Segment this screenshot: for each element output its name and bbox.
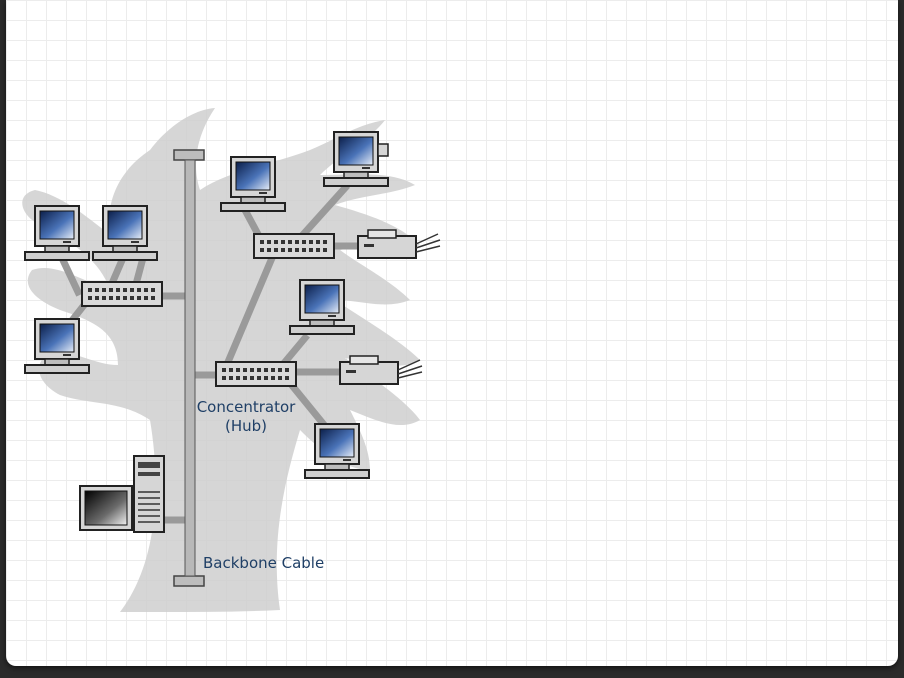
- hub-icon: [81, 281, 163, 307]
- hub-label: (Hub): [225, 417, 267, 435]
- hub-icon: [253, 233, 335, 259]
- backbone-top-cap: [173, 149, 205, 161]
- concentrator-label: Concentrator: [197, 398, 296, 416]
- backbone-cable-label: Backbone Cable: [203, 554, 324, 572]
- computer-icon: [304, 423, 370, 479]
- computer-icon: [24, 318, 90, 374]
- tower-computer-icon: [79, 455, 165, 533]
- computer-icon: [92, 205, 158, 261]
- hub-icon: [215, 361, 297, 387]
- slide: Concentrator (Hub) Backbone Cable: [6, 0, 898, 666]
- backbone-bottom-cap: [173, 575, 205, 587]
- computer-icon: [323, 131, 389, 187]
- computer-icon: [220, 156, 286, 212]
- computer-icon: [289, 279, 355, 335]
- device-port: [377, 143, 389, 157]
- backbone-cable: [184, 159, 196, 577]
- computer-icon: [24, 205, 90, 261]
- tree-topology-diagram: Concentrator (Hub) Backbone Cable: [22, 108, 441, 612]
